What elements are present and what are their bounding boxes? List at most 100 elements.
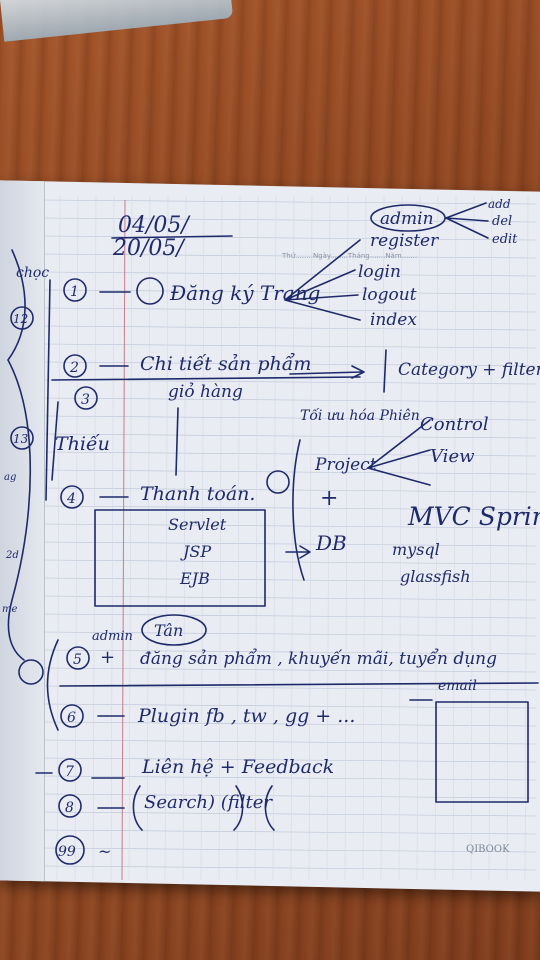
top-register: register [370, 231, 439, 251]
grid-hline [43, 505, 537, 511]
grid-hline [43, 829, 537, 835]
dash-7 [35, 772, 125, 779]
mvc-fan [367, 419, 431, 486]
top-logout: logout [362, 285, 417, 305]
grid-hline [43, 361, 537, 367]
item-3-text: giỏ hàng [168, 382, 243, 402]
num-circle-6 [60, 704, 84, 728]
underline-5 [59, 682, 539, 687]
grid-hline [43, 379, 537, 385]
plus-project: + [320, 486, 338, 511]
top-index: index [370, 310, 417, 330]
grid-vline [110, 195, 115, 881]
num-circle-4 [60, 485, 84, 509]
num-6: 6 [67, 710, 76, 726]
grid-vline [362, 195, 367, 881]
margin-12: 12 [13, 312, 28, 326]
grid-vline [146, 195, 151, 881]
grid-vline [56, 195, 61, 881]
margin-13: 13 [13, 432, 29, 446]
tech-box [94, 509, 266, 607]
grid-vline [416, 195, 421, 881]
item-1-text: Đăng ký Trang [169, 281, 320, 305]
num-circle-7 [58, 758, 82, 782]
grid-vline [524, 195, 529, 881]
item-7-text: Liên hệ + Feedback [141, 756, 334, 778]
grid-vline [164, 195, 169, 881]
grid-vline [308, 195, 313, 881]
category-text: Category + filter [398, 360, 540, 380]
strike-2 [51, 376, 361, 381]
paper-grid [43, 195, 537, 881]
tan-circle [141, 614, 207, 646]
grid-hline [43, 343, 537, 349]
margin-choc: chọc [16, 265, 49, 281]
num-circle-1b [136, 277, 164, 305]
num-circle-5 [66, 646, 90, 670]
grid-hline [43, 595, 537, 601]
margin-circle-13 [10, 426, 34, 450]
num-circle-1c [266, 470, 290, 494]
admin-circle [370, 204, 446, 232]
grid-vline [182, 195, 187, 881]
crud-arrows [445, 202, 489, 239]
num-8: 8 [65, 800, 74, 816]
arrow-db [285, 545, 311, 559]
admin-label: admin [92, 629, 133, 644]
grid-vline [74, 195, 79, 881]
num-3: 3 [81, 392, 90, 408]
grid-hline [43, 613, 537, 619]
grid-hline [43, 397, 537, 403]
grid-hline [43, 469, 537, 475]
num-5: 5 [73, 652, 82, 668]
box-jsp: JSP [180, 542, 211, 561]
email-label: email [438, 678, 477, 694]
grid-hline [43, 811, 537, 817]
margin-line [121, 199, 126, 881]
num-2: 2 [69, 360, 79, 376]
register-fan [284, 239, 361, 321]
header-fields: Thứ........Ngày........Tháng.......Năm..… [281, 252, 417, 260]
date-end: 20/05/ [112, 236, 186, 261]
grid-hline [43, 487, 537, 493]
date-underline [111, 235, 233, 239]
grid-vline [452, 195, 457, 881]
thieu-text: Thiếu [55, 433, 110, 455]
grid-hline [43, 199, 537, 205]
tan-label: Tân [154, 621, 183, 640]
brand-qibook: QIBOOK [466, 844, 510, 855]
num-1: 1 [70, 284, 79, 300]
grid-vline [128, 195, 133, 881]
bracket-3 [51, 401, 59, 481]
item-5-text: đăng sản phẩm , khuyến mãi, tuyển dụng [140, 649, 497, 669]
box-ejb: EJB [179, 569, 210, 588]
grid-hline [43, 577, 537, 583]
top-admin: admin [380, 209, 434, 229]
grid-hline [43, 415, 537, 421]
crud-add: add [488, 197, 511, 211]
project-bracket [292, 439, 305, 581]
crud-del: del [492, 214, 512, 229]
project-text: Project [314, 455, 377, 475]
num-99: 99 [58, 844, 76, 860]
num-circle-99 [55, 835, 85, 865]
category-bar [383, 349, 387, 393]
grid-vline [326, 195, 331, 881]
vertical-3 [175, 407, 179, 476]
grid-hline [43, 757, 537, 763]
num-4: 4 [66, 491, 76, 507]
item-6-text: Plugin fb , tw , gg + ... [137, 705, 355, 727]
margin-2d: 2d [5, 550, 19, 561]
email-box [435, 701, 529, 803]
grid-hline [43, 451, 537, 457]
crud-edit: edit [492, 232, 518, 247]
grid-hline [43, 271, 537, 277]
num-circle-3 [74, 386, 98, 410]
num-circle-1 [63, 278, 87, 302]
grid-vline [200, 195, 205, 881]
box-servlet: Servlet [168, 515, 227, 534]
grid-vline [218, 195, 223, 881]
db-glassfish: glassfish [400, 567, 471, 586]
item-2-text: Chi tiết sản phẩm [140, 353, 311, 375]
